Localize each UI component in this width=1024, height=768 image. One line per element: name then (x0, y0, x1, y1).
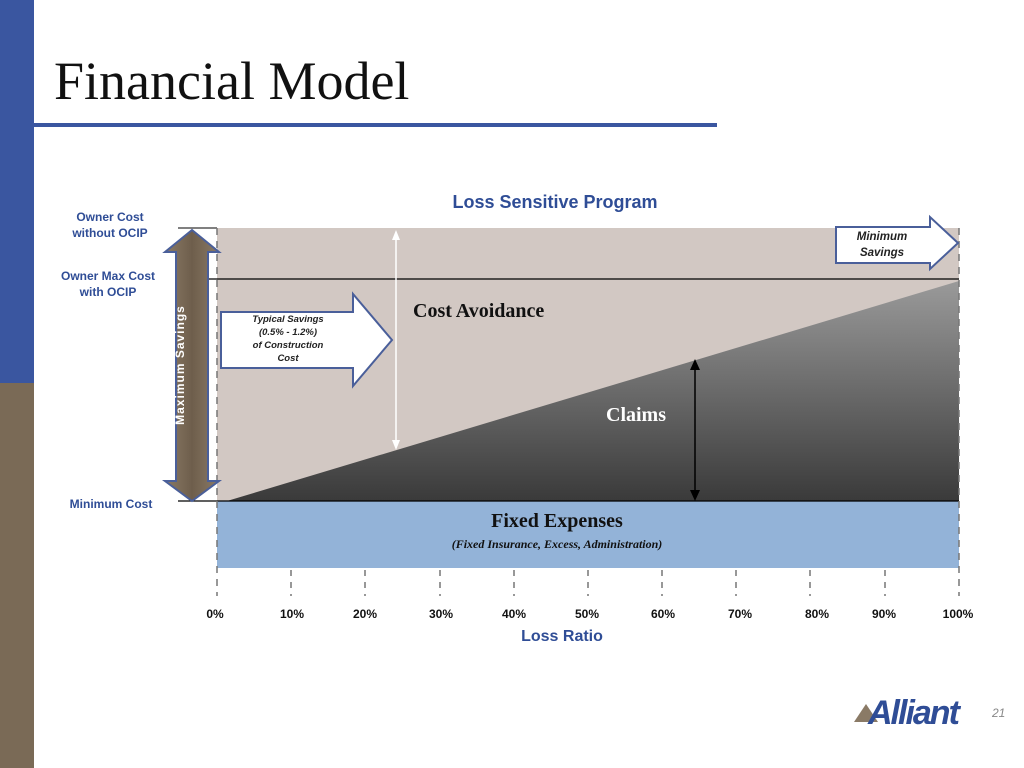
x-tick-label-70: 70% (727, 607, 753, 621)
fixed-expenses-note: (Fixed Insurance, Excess, Administration… (451, 537, 663, 551)
claims-arrow (690, 359, 700, 501)
typical-savings-callout (220, 291, 394, 389)
side-bar-brown (0, 383, 34, 768)
page-number: 21 (992, 706, 1006, 720)
owner-max-cost-label: Owner Max Cost with OCIP (60, 269, 156, 299)
minimum-savings-text: Minimum Savings (856, 231, 908, 259)
cost-avoidance-label: Cost Avoidance (413, 300, 545, 322)
alliant-logo-mark (854, 704, 878, 722)
title-underline (34, 123, 717, 127)
x-tick-label-80: 80% (804, 607, 830, 621)
cost-avoidance-arrow (392, 230, 400, 450)
maximum-savings-arrow (161, 228, 223, 503)
minimum-savings-callout (835, 214, 960, 272)
claims-label: Claims (606, 404, 666, 426)
maximum-savings-label: Maximum Savings (173, 305, 187, 425)
owner-cost-label: Owner Cost without OCIP (72, 210, 148, 240)
x-tick-label-50: 50% (574, 607, 600, 621)
slide-title: Financial Model (54, 51, 410, 111)
side-bar-blue (0, 0, 34, 383)
x-tick-label-0: 0% (206, 607, 224, 621)
x-tick-label-100: 100% (942, 607, 974, 621)
x-axis-ticks (290, 570, 886, 596)
x-tick-label-40: 40% (501, 607, 527, 621)
x-tick-label-30: 30% (428, 607, 454, 621)
x-tick-label-10: 10% (279, 607, 305, 621)
x-tick-label-60: 60% (650, 607, 676, 621)
alliant-logo: Alliant (868, 694, 960, 732)
claims-region (227, 281, 959, 501)
chart-title: Loss Sensitive Program (452, 192, 658, 212)
typical-savings-text: Typical Savings (0.5% - 1.2%) of Constru… (252, 314, 324, 364)
fixed-expenses-region (217, 501, 959, 568)
x-axis-title: Loss Ratio (521, 628, 603, 645)
x-tick-label-90: 90% (871, 607, 897, 621)
fixed-expenses-label: Fixed Expenses (491, 510, 623, 532)
x-tick-label-20: 20% (352, 607, 378, 621)
minimum-cost-label: Minimum Cost (69, 497, 153, 511)
